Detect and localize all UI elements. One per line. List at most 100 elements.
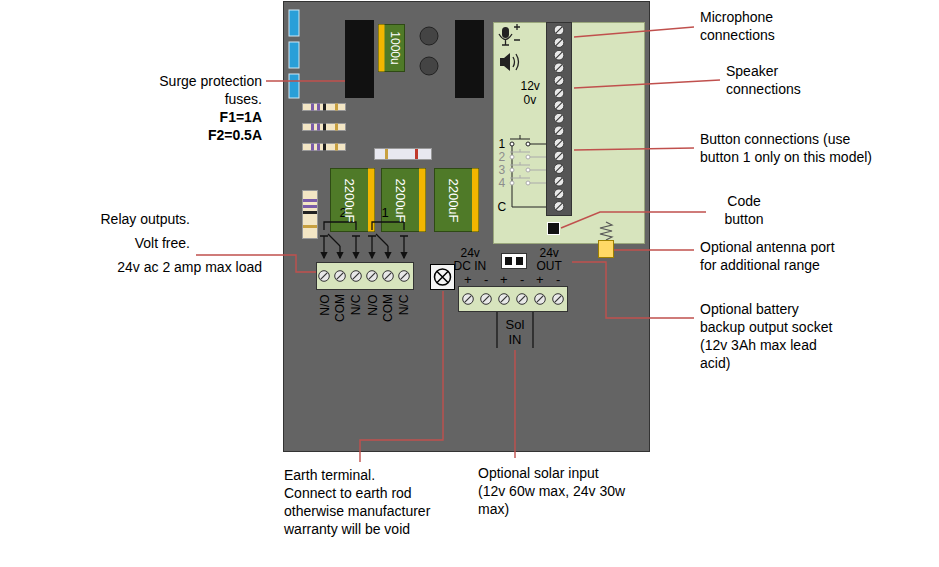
- capacitor-value: 2200uF: [394, 178, 407, 222]
- callout-label: F2=0.5A: [142, 126, 262, 144]
- capacitor: 1000u: [378, 24, 405, 72]
- terminal-screw: [554, 38, 564, 48]
- callout-label: Relay outputs.: [70, 210, 190, 228]
- terminal-screw: [463, 294, 474, 305]
- round-component: [420, 27, 438, 45]
- leader-line: [572, 262, 694, 318]
- leader-line: [360, 291, 443, 462]
- resistor-band: [303, 199, 317, 202]
- solar-bracket: [497, 312, 533, 348]
- module-marking: 4: [499, 177, 506, 189]
- module-marking: 2: [499, 151, 506, 163]
- terminal-screw: [554, 189, 564, 199]
- fuse: [289, 10, 299, 36]
- terminal-screw: [554, 126, 564, 136]
- terminal-screw: [554, 164, 564, 174]
- capacitor-stripe: [379, 25, 385, 72]
- terminal-screw: [383, 271, 394, 282]
- terminal-screw: [319, 271, 330, 282]
- board-marking: +: [536, 273, 544, 286]
- terminal-screw: [535, 294, 546, 305]
- terminal-screw: [554, 76, 564, 86]
- leader-line: [574, 80, 720, 88]
- module-marking: 0v: [524, 94, 537, 106]
- capacitor: 2200uF: [381, 168, 426, 232]
- board-marking: N/O: [366, 294, 378, 315]
- callout-label: Code button: [712, 192, 776, 228]
- round-component: [420, 57, 438, 75]
- callout-label: Microphone connections: [700, 8, 800, 44]
- resistor-symbol: [303, 104, 346, 111]
- capacitor-stripe: [419, 169, 426, 232]
- battery-socket: [502, 254, 527, 269]
- relay-contact: [320, 235, 408, 236]
- button-contact: [526, 155, 530, 159]
- callout-label: Volt free.: [70, 234, 190, 252]
- capacitor-value: 2200uF: [447, 178, 460, 222]
- button-contact: [526, 168, 530, 172]
- relay-arrow: [323, 236, 324, 258]
- relay-arrow: [371, 236, 372, 258]
- terminal-screw: [399, 271, 410, 282]
- terminal-screw: [554, 113, 564, 123]
- board-marking: -: [484, 273, 488, 286]
- terminal-screw: [554, 176, 564, 186]
- button-switch: [510, 135, 546, 146]
- terminal-block: [459, 287, 568, 312]
- earth-screw: [435, 269, 451, 285]
- callout-label: Optional antenna port for additional ran…: [700, 238, 845, 274]
- callout-label: F1=1A: [142, 108, 262, 126]
- earth-cross: [437, 271, 448, 282]
- board-marking: +: [464, 273, 472, 286]
- capacitor-body: [379, 25, 405, 72]
- radio-module-board: [494, 23, 645, 244]
- terminal-screw: [517, 294, 528, 305]
- module-terminal-strip: [547, 23, 572, 216]
- terminal-screw: [554, 151, 564, 161]
- button-contact: [510, 142, 514, 146]
- antenna-port: [599, 241, 614, 258]
- pcb-board: 21N/OCOMN/CN/OCOMN/C24vDC IN24vOUT+-+-+-…: [283, 1, 650, 452]
- callout-label: Button connections (use button 1 only on…: [700, 130, 882, 166]
- button-contact: [526, 181, 530, 185]
- module-marking: 3: [499, 164, 506, 176]
- capacitor-body: [435, 169, 479, 232]
- terminal-screw: [481, 294, 492, 305]
- module-marking: 12v: [521, 80, 540, 92]
- board-marking: 24v: [540, 247, 559, 259]
- resistor-symbol: [375, 149, 432, 160]
- button-common-wire: [512, 146, 546, 207]
- button-contact: [526, 142, 530, 146]
- regulator-block: [455, 20, 484, 98]
- callout-label: Surge protection fuses.: [142, 72, 262, 108]
- terminal-screw: [554, 50, 564, 60]
- button-contact: [510, 168, 514, 172]
- leader-line: [561, 212, 706, 228]
- terminal-screw: [335, 271, 346, 282]
- capacitor: 2200uF: [434, 168, 479, 232]
- resistor-symbol: [303, 124, 346, 131]
- microphone-icon: [502, 27, 509, 38]
- capacitor-value: 2200uF: [343, 178, 356, 222]
- board-marking: N/C: [350, 294, 362, 315]
- resistor-symbol: [303, 191, 318, 239]
- resistor-band: [303, 225, 317, 228]
- terminal-screw: [554, 25, 564, 35]
- terminal-screw: [367, 271, 378, 282]
- microphone-icon: [499, 34, 512, 45]
- board-marking: -: [520, 273, 524, 286]
- callout-label: Optional battery backup output socket (1…: [700, 300, 840, 372]
- button-lever: [510, 135, 546, 144]
- terminal-screw: [554, 101, 564, 111]
- speaker-icon: [500, 53, 510, 71]
- leader-line: [574, 148, 694, 150]
- leader-line: [266, 80, 345, 81]
- board-marking: OUT: [537, 260, 562, 272]
- leader-lines: [196, 27, 720, 462]
- relay-arrow: [387, 246, 388, 258]
- terminal-screw: [351, 271, 362, 282]
- earth-terminal: [431, 265, 455, 290]
- leader-line: [514, 350, 515, 458]
- antenna-coil: [600, 222, 612, 240]
